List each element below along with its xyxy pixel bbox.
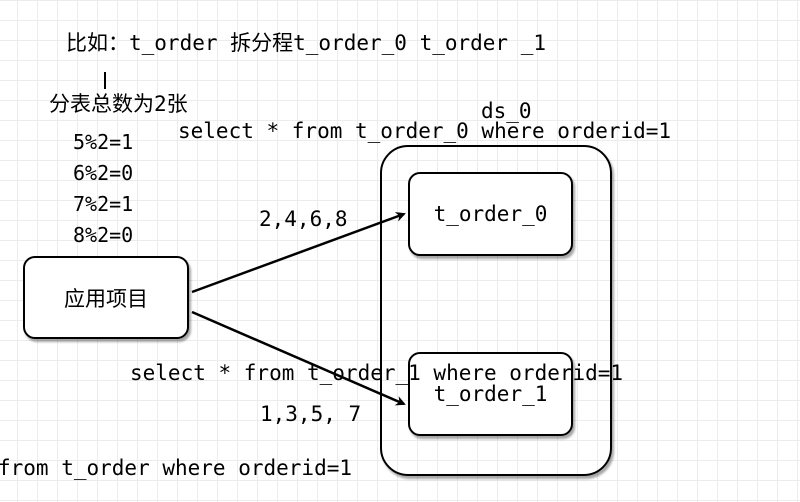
modulo-line: 6%2=0 [73, 161, 134, 185]
arrow-to-t-order-1 [191, 310, 406, 406]
sql-table-1: select * from t_order_1 where orderid=1 [130, 361, 624, 385]
sql-logical: from t_order where orderid=1 [0, 456, 353, 480]
arrow-to-t-order-0 [191, 212, 406, 294]
table-t-order-1-label: t_order_1 [433, 382, 548, 406]
modulo-line: 7%2=1 [73, 192, 134, 216]
table-t-order-1[interactable]: t_order_1 [408, 352, 573, 436]
sql-table-0: select * from t_order_0 where orderid=1 [178, 119, 672, 143]
datasource-label: ds_0 [481, 99, 532, 123]
odd-ids-label: 1,3,5, 7 [260, 402, 362, 426]
datasource-container[interactable] [380, 145, 612, 476]
even-ids-label: 2,4,6,8 [259, 207, 348, 231]
modulo-line: 5%2=1 [73, 130, 134, 154]
table-t-order-0-label: t_order_0 [433, 202, 548, 226]
table-count-text: 分表总数为2张 [49, 92, 188, 116]
text-cursor [104, 72, 106, 89]
table-t-order-0[interactable]: t_order_0 [408, 172, 573, 256]
app-project-box[interactable]: 应用项目 [23, 256, 189, 339]
example-text: 比如：t_order 拆分程t_order_0 t_order _1 [66, 31, 547, 55]
modulo-line: 8%2=0 [73, 223, 134, 247]
app-project-label: 应用项目 [64, 286, 148, 311]
